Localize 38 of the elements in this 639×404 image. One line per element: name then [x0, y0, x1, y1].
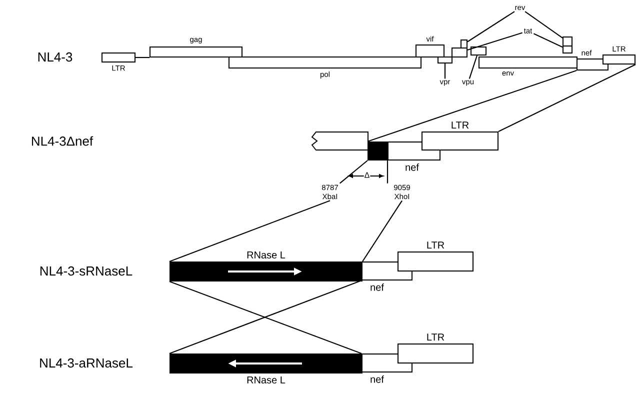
- insert-box: [368, 142, 388, 160]
- leader-line: [468, 55, 478, 79]
- leader-line: [524, 11, 563, 38]
- row-label: NL4-3: [38, 52, 72, 62]
- gene-box: [562, 46, 572, 54]
- genome-line: [136, 56, 150, 58]
- node-label: nef: [406, 163, 419, 171]
- row-label: NL4-3-sRNaseL: [40, 266, 132, 276]
- leader-line: [467, 11, 515, 42]
- site-tick: [386, 160, 388, 184]
- node-label: nef: [370, 283, 384, 291]
- gene-box: LTR: [422, 122, 498, 150]
- gene-box: [470, 46, 486, 56]
- expansion-line: [498, 64, 636, 132]
- insert-box: RNase L: [170, 252, 362, 282]
- gene-box: [460, 40, 468, 48]
- row-label: NL4-3Δnef: [32, 136, 94, 146]
- node-label: LTR: [452, 122, 469, 128]
- node-label: nef: [370, 375, 384, 383]
- gene-box: [438, 56, 452, 64]
- node-label: LTR: [427, 334, 444, 341]
- row-label: NL4-3-aRNaseL: [40, 358, 133, 368]
- gene-box: LTR: [398, 334, 474, 364]
- leader-line: [533, 33, 563, 48]
- leader-line: [467, 32, 522, 51]
- expansion-line: [362, 200, 402, 262]
- insert-box: RNase L: [170, 354, 362, 384]
- truncated-box: [311, 132, 368, 150]
- expansion-line: [367, 70, 577, 142]
- node-label: RNase L: [247, 252, 286, 258]
- node-label: RNase L: [247, 376, 286, 384]
- deletion-label: Δ: [364, 172, 370, 178]
- gene-box: LTR: [398, 242, 474, 272]
- leader-line: [444, 64, 446, 79]
- gene-box: [562, 36, 572, 46]
- expansion-line: [169, 200, 330, 262]
- node-label: LTR: [427, 242, 444, 249]
- expansion-line: [340, 160, 368, 184]
